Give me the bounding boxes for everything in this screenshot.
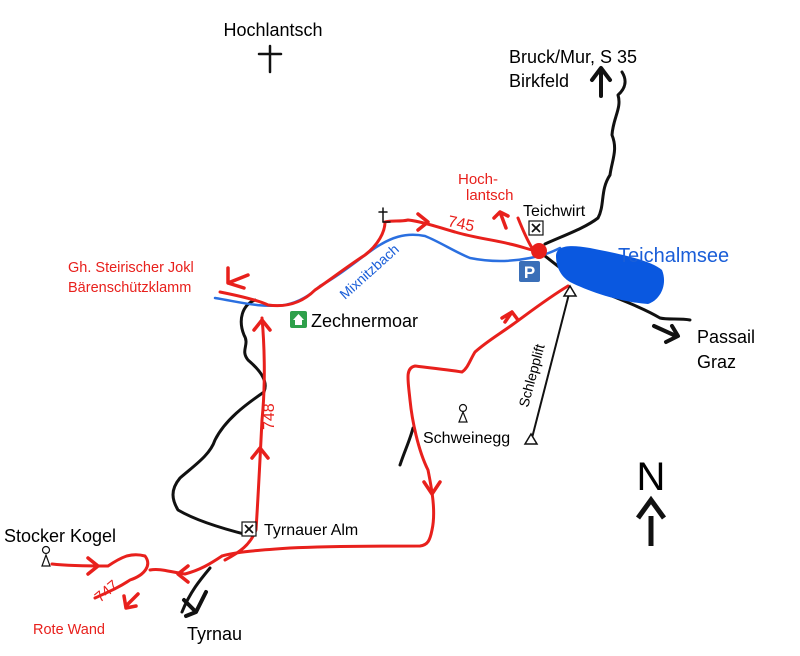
label-lantsch: lantsch — [466, 187, 514, 204]
label-tyrnauer-alm: Tyrnauer Alm — [264, 522, 358, 539]
label-passail: Passail — [697, 327, 755, 347]
trail-arrows — [86, 210, 520, 610]
road-to-tyrnau — [180, 566, 212, 614]
restaurant-icon — [528, 220, 544, 236]
hut-icon — [290, 311, 307, 328]
label-birkfeld: Birkfeld — [509, 71, 569, 91]
arrow-passail — [652, 324, 680, 344]
peak-marker-icon — [458, 403, 468, 423]
road-schweinegg-stub — [398, 426, 415, 467]
label-teichalmsee: Teichalmsee — [618, 245, 729, 267]
arrow-tyrnauer — [176, 564, 190, 584]
trail-hochlantsch — [516, 216, 534, 250]
label-teichwirt: Teichwirt — [523, 203, 586, 220]
restaurant-icon — [241, 521, 257, 537]
trail-number-745: 745 — [446, 213, 476, 235]
arrow-lift — [500, 310, 520, 324]
teichalmsee-lake — [556, 246, 665, 304]
label-hoch: Hoch- — [458, 171, 498, 188]
teichwirt-dot — [531, 243, 547, 259]
label-hochlantsch: Hochlantsch — [223, 20, 322, 40]
peak-marker-icon — [41, 545, 51, 567]
label-schweinegg: Schweinegg — [423, 430, 510, 447]
trail-number-748: 748 — [261, 403, 278, 430]
chapel-cross-icon — [378, 207, 391, 223]
label-baerenschuetzklamm: Bärenschützklamm — [68, 280, 191, 296]
arrow-jokl — [226, 266, 250, 290]
arrow-bruck — [590, 66, 612, 98]
road-arrows — [182, 66, 680, 618]
cross-icon — [257, 44, 283, 74]
label-tyrnau: Tyrnau — [187, 624, 242, 644]
trail-748 — [223, 316, 266, 562]
arrow-rote-wand — [122, 592, 140, 610]
road-west-loop — [171, 298, 267, 537]
label-zechnermoar: Zechnermoar — [311, 311, 418, 331]
arrow-747-right — [86, 556, 100, 576]
lift-top-marker — [562, 284, 578, 297]
parking-icon: P — [519, 261, 540, 282]
road-to-bruck — [543, 70, 627, 246]
trail-schweinegg-loop — [220, 284, 570, 558]
lift-bottom-marker — [523, 432, 539, 445]
arrow-745 — [416, 212, 430, 232]
arrow-schweinegg — [422, 480, 442, 496]
label-bruck: Bruck/Mur, S 35 — [509, 47, 637, 67]
parking-letter: P — [524, 263, 535, 282]
schlepplift — [523, 284, 578, 445]
trail-tyrnau-link — [148, 554, 224, 576]
label-stocker-kogel: Stocker Kogel — [4, 526, 116, 546]
label-graz: Graz — [697, 352, 736, 372]
label-north: N — [637, 455, 666, 499]
arrow-tyrnau — [182, 590, 208, 618]
north-arrow-icon — [635, 495, 667, 546]
trail-747 — [50, 553, 150, 600]
label-jokl: Gh. Steirischer Jokl — [68, 260, 194, 276]
arrow-hochlantsch — [492, 210, 510, 230]
trail-number-747: 747 — [92, 577, 122, 606]
arrow-748-mid — [250, 446, 270, 460]
arrow-748-top — [252, 318, 272, 332]
label-rote-wand: Rote Wand — [33, 622, 105, 638]
